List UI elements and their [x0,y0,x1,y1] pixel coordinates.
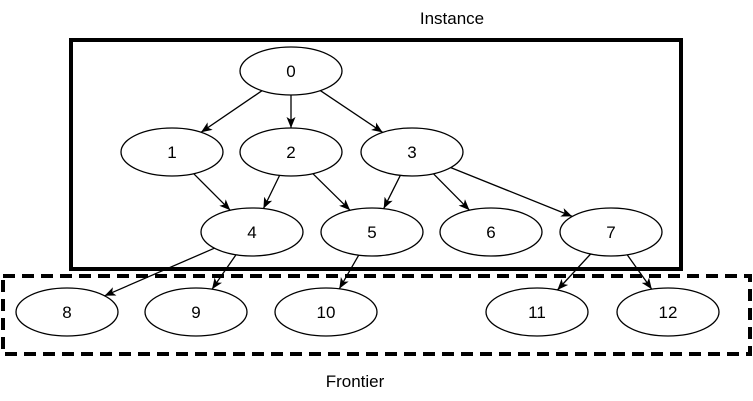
node-3-label: 3 [407,143,416,162]
node-2-ellipse [239,127,343,177]
node-11: 11 [485,287,589,337]
node-0: 0 [239,46,343,96]
frontier-box-label: Frontier [326,372,385,391]
node-7-ellipse [559,207,663,257]
instance-box [69,38,683,271]
node-7: 7 [559,207,663,257]
node-4-label: 4 [247,223,256,242]
group-boxes-layer [1,38,752,356]
node-9-label: 9 [191,303,200,322]
edge-7-12 [626,254,653,290]
frontier-box [1,274,752,356]
node-6-ellipse [439,207,543,257]
node-8-ellipse [15,287,119,337]
node-12-label: 12 [659,303,678,322]
node-10-ellipse [274,287,378,337]
edge-3-5 [383,175,401,209]
edge-0-3 [319,90,384,133]
edge-5-10 [338,254,360,290]
node-9-ellipse [144,287,248,337]
node-2-label: 2 [286,143,295,162]
node-0-label: 0 [286,62,295,81]
node-7-label: 7 [606,223,615,242]
node-2: 2 [239,127,343,177]
edge-1-4 [193,173,231,211]
edges-layer [104,90,653,297]
node-5-ellipse [320,207,424,257]
edge-7-11 [556,253,592,291]
node-12-ellipse [616,287,720,337]
node-11-ellipse [485,287,589,337]
node-1-ellipse [120,127,224,177]
node-3: 3 [360,127,464,177]
node-6-label: 6 [486,223,495,242]
instance-box-label: Instance [420,9,484,28]
edge-3-7 [450,166,573,218]
node-10-label: 10 [317,303,336,322]
node-9: 9 [144,287,248,337]
node-10: 10 [274,287,378,337]
edge-4-9 [211,254,237,290]
node-5: 5 [320,207,424,257]
node-8-label: 8 [62,303,71,322]
node-0-ellipse [239,46,343,96]
node-1: 1 [120,127,224,177]
edge-2-5 [312,173,351,211]
edge-0-1 [200,90,263,133]
node-5-label: 5 [367,223,376,242]
edge-4-8 [104,247,215,297]
node-4-ellipse [200,207,304,257]
node-8: 8 [15,287,119,337]
edge-3-6 [433,173,470,211]
node-12: 12 [616,287,720,337]
node-11-label: 11 [528,303,546,322]
node-1-label: 1 [167,143,176,162]
edge-2-4 [262,175,281,209]
node-3-ellipse [360,127,464,177]
node-4: 4 [200,207,304,257]
node-6: 6 [439,207,543,257]
